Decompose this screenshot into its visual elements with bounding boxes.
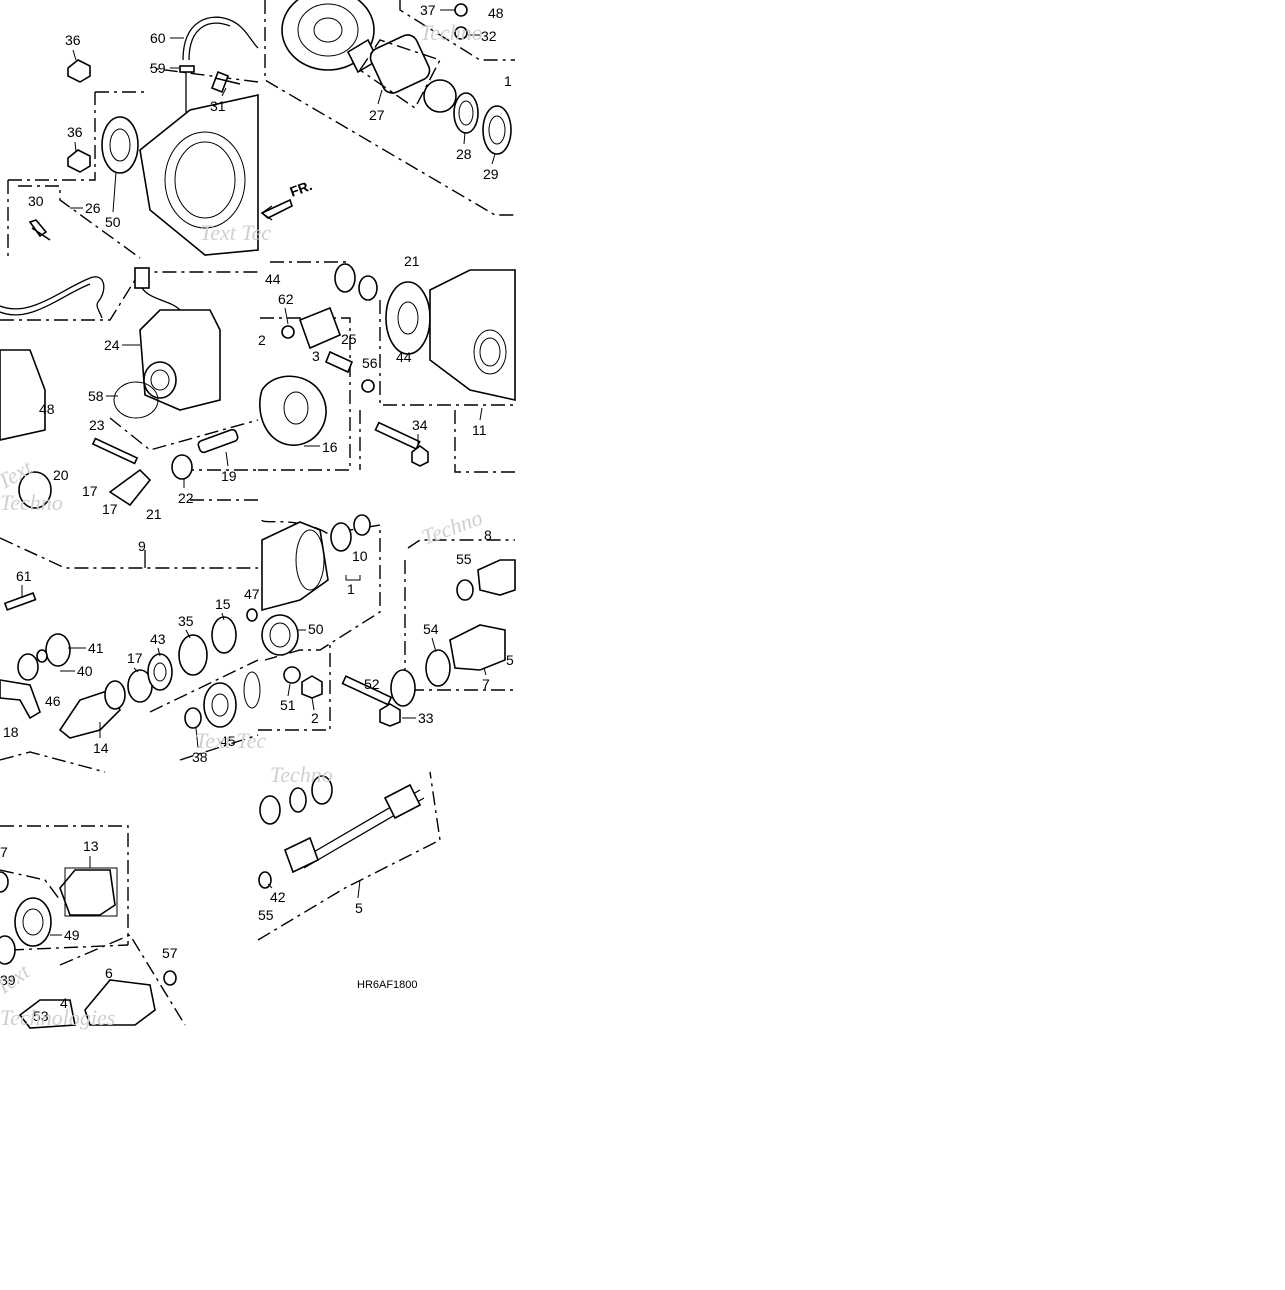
- svg-text:21: 21: [146, 506, 162, 522]
- svg-text:17: 17: [127, 650, 143, 666]
- svg-text:16: 16: [322, 439, 338, 455]
- svg-text:61: 61: [16, 568, 32, 584]
- svg-text:47: 47: [244, 586, 260, 602]
- svg-text:44: 44: [265, 271, 281, 287]
- svg-text:13: 13: [83, 838, 99, 854]
- svg-text:11: 11: [472, 422, 487, 438]
- svg-text:45: 45: [220, 733, 236, 749]
- svg-text:24: 24: [104, 337, 120, 353]
- svg-text:19: 19: [221, 468, 237, 484]
- svg-text:15: 15: [215, 596, 231, 612]
- svg-text:35: 35: [178, 613, 194, 629]
- svg-text:2: 2: [311, 710, 319, 726]
- svg-text:44: 44: [396, 349, 412, 365]
- svg-text:39: 39: [0, 972, 16, 988]
- svg-text:18: 18: [3, 724, 19, 740]
- svg-text:41: 41: [88, 640, 104, 656]
- tile-lower-left: 9 61 41 40 46 18 14 17 43 35 15 47 38 45…: [0, 537, 266, 773]
- svg-text:38: 38: [192, 749, 208, 765]
- svg-text:54: 54: [423, 621, 439, 637]
- svg-text:2: 2: [258, 332, 266, 348]
- svg-text:57: 57: [162, 945, 178, 961]
- svg-text:21: 21: [404, 253, 420, 269]
- svg-text:Text Tec: Text Tec: [200, 220, 271, 245]
- svg-text:40: 40: [77, 663, 93, 679]
- svg-text:50: 50: [308, 621, 324, 637]
- svg-text:3: 3: [312, 348, 320, 364]
- svg-text:Techno: Techno: [0, 490, 63, 515]
- svg-text:1: 1: [347, 581, 355, 597]
- svg-text:32: 32: [481, 28, 497, 44]
- svg-text:52: 52: [364, 676, 380, 692]
- svg-text:5: 5: [355, 900, 363, 916]
- tile-top-left: FR. 36 60 59 31 36 50 30 26 Text Tec: [7, 16, 315, 259]
- svg-text:5: 5: [506, 652, 514, 668]
- svg-text:46: 46: [45, 693, 61, 709]
- front-direction-label: FR.: [288, 177, 315, 200]
- svg-text:58: 58: [88, 388, 104, 404]
- svg-text:Techno: Techno: [270, 762, 333, 787]
- svg-text:14: 14: [93, 740, 109, 756]
- svg-text:9: 9: [138, 538, 146, 554]
- svg-text:59: 59: [150, 60, 166, 76]
- svg-text:8: 8: [484, 527, 492, 543]
- svg-text:4: 4: [60, 995, 68, 1011]
- tile-bottom-right: 42 55 5 Techno HR6AF1800: [257, 762, 441, 991]
- svg-text:56: 56: [362, 355, 378, 371]
- tile-lower-right: 10 1 50 51 2 52 33 55 8 54 7 5 Techno: [258, 505, 516, 731]
- svg-text:50: 50: [105, 214, 121, 230]
- svg-text:Techno: Techno: [418, 505, 486, 550]
- svg-text:17: 17: [82, 483, 98, 499]
- svg-text:42: 42: [270, 889, 286, 905]
- svg-text:31: 31: [210, 98, 226, 114]
- svg-text:17: 17: [102, 501, 118, 517]
- svg-text:30: 30: [28, 193, 44, 209]
- svg-text:43: 43: [150, 631, 166, 647]
- svg-text:49: 49: [64, 927, 80, 943]
- svg-text:36: 36: [65, 32, 81, 48]
- svg-text:53: 53: [33, 1008, 49, 1024]
- svg-text:29: 29: [483, 166, 499, 182]
- svg-text:23: 23: [89, 417, 105, 433]
- svg-text:10: 10: [352, 548, 368, 564]
- svg-text:55: 55: [258, 907, 274, 923]
- svg-text:48: 48: [39, 401, 55, 417]
- svg-text:20: 20: [53, 467, 69, 483]
- svg-text:6: 6: [105, 965, 113, 981]
- svg-text:33: 33: [418, 710, 434, 726]
- svg-text:62: 62: [278, 291, 294, 307]
- svg-text:25: 25: [341, 331, 357, 347]
- tile-center: 44 62 25 2 3 56 44 21 16 34 11: [258, 253, 516, 473]
- svg-text:Techno: Techno: [420, 20, 483, 45]
- svg-text:26: 26: [85, 200, 101, 216]
- tile-mid-left: 24 58 48 23 20 22 19 17 17 21 Text Techn…: [0, 267, 259, 522]
- svg-text:34: 34: [412, 417, 428, 433]
- svg-text:55: 55: [456, 551, 472, 567]
- svg-text:51: 51: [280, 697, 296, 713]
- tile-top-right: 37 48 32 27 28 29 1 Techno: [264, 0, 515, 216]
- svg-text:Technologies: Technologies: [0, 1005, 115, 1030]
- svg-text:27: 27: [369, 107, 385, 123]
- svg-text:7: 7: [482, 676, 490, 692]
- svg-text:60: 60: [150, 30, 166, 46]
- svg-text:Text Tec: Text Tec: [195, 728, 266, 753]
- svg-text:7: 7: [0, 844, 8, 860]
- svg-text:36: 36: [67, 124, 83, 140]
- svg-text:1: 1: [504, 73, 512, 89]
- svg-text:48: 48: [488, 5, 504, 21]
- svg-text:37: 37: [420, 2, 436, 18]
- tile-bottom-left: 13 7 49 39 57 6 4 53 Text Technologies: [0, 825, 186, 1030]
- diagram-code: HR6AF1800: [357, 979, 418, 991]
- svg-text:28: 28: [456, 146, 472, 162]
- svg-text:22: 22: [178, 490, 194, 506]
